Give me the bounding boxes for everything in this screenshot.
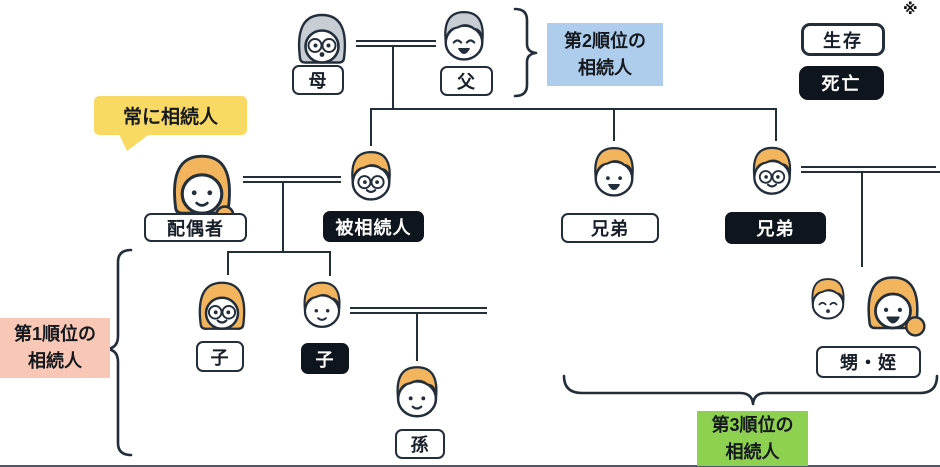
- marriage-line-spouse-decedent: [243, 176, 341, 183]
- rank1-line2: 相続人: [28, 351, 82, 371]
- rank1-line1: 第1順位の: [13, 324, 96, 344]
- label-grandchild: 孫: [395, 429, 445, 459]
- rank3-label: 第3順位の 相続人: [697, 411, 808, 466]
- rank2-line1: 第2順位の: [563, 30, 646, 51]
- label-decedent: 被相続人: [323, 211, 424, 242]
- legend-deceased-box: 死亡: [799, 66, 884, 100]
- note-mark: ※: [903, 1, 918, 18]
- avatar-grandchild: [385, 358, 449, 426]
- brace-rank2: [513, 7, 538, 98]
- label-mother: 母: [292, 65, 344, 95]
- bottom-border-line: [0, 465, 940, 467]
- avatar-niece: [859, 262, 927, 344]
- label-child2: 子: [301, 343, 349, 374]
- avatar-child2: [294, 273, 350, 337]
- rank2-line2: 相続人: [578, 57, 632, 78]
- rank3-line1: 第3順位の: [711, 414, 794, 435]
- brace-rank1: [105, 248, 133, 457]
- label-spouse: 配偶者: [144, 213, 247, 242]
- rank2-label: 第2順位の 相続人: [547, 23, 663, 86]
- label-brother2: 兄弟: [725, 212, 826, 244]
- label-father: 父: [440, 66, 493, 96]
- legend-alive-box: 生存: [801, 23, 885, 56]
- avatar-brother2: [743, 138, 801, 204]
- rank1-label: 第1順位の 相続人: [0, 318, 110, 378]
- avatar-father: [434, 3, 494, 69]
- label-nephew-niece: 甥・姪: [816, 346, 921, 378]
- avatar-mother: [290, 4, 354, 74]
- always-heir-bubble: 常に相続人: [94, 96, 247, 135]
- label-child1: 子: [196, 341, 244, 372]
- marriage-line-brother2: [801, 166, 940, 173]
- avatar-child1: [191, 272, 253, 340]
- marriage-line-child2: [350, 307, 487, 314]
- always-heir-bubble-text: 常に相続人: [122, 107, 218, 128]
- brace-rank3: [562, 374, 939, 406]
- marriage-line-parents: [356, 40, 436, 47]
- label-brother1: 兄弟: [561, 213, 659, 243]
- avatar-brother1: [584, 138, 644, 206]
- speech-bubble-tail: [118, 132, 152, 151]
- rank3-line2: 相続人: [725, 441, 780, 462]
- avatar-nephew: [803, 268, 853, 330]
- avatar-decedent: [341, 143, 401, 209]
